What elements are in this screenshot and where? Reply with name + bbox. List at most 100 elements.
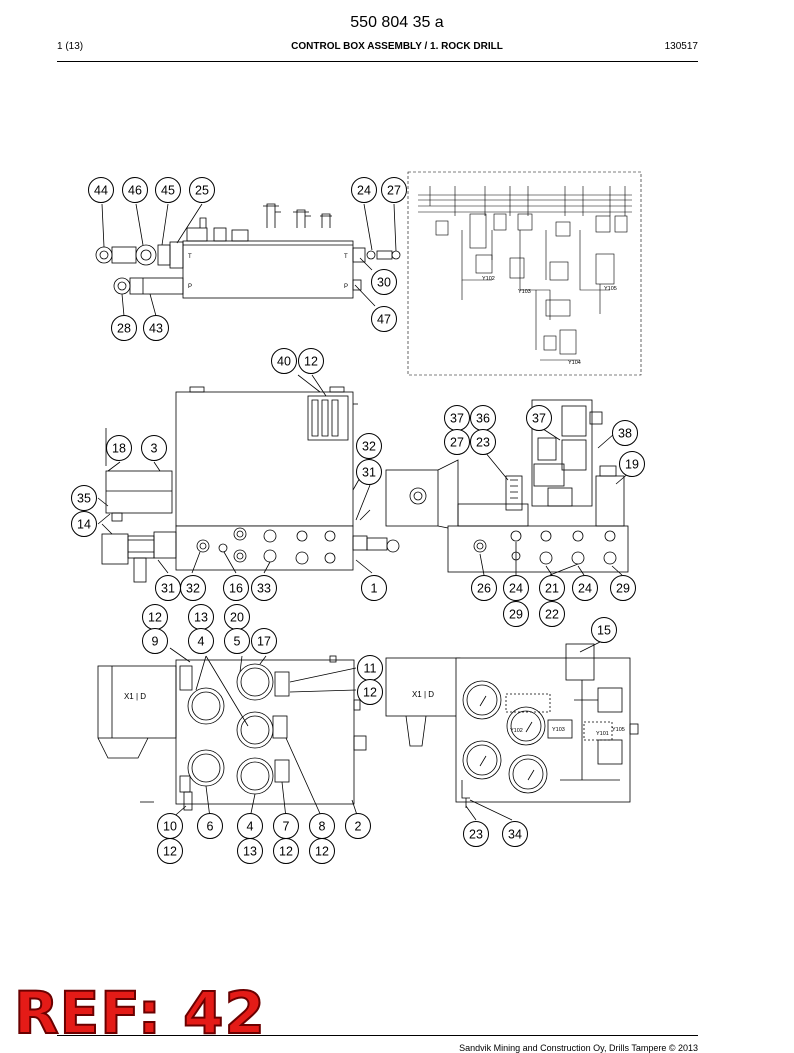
callout-number: 12	[148, 611, 162, 625]
date-code: 130517	[664, 41, 698, 52]
callout-balloon: 27	[444, 429, 470, 455]
callout-balloon: 15	[591, 617, 617, 643]
callout-number: 47	[377, 313, 391, 327]
callout-circle	[463, 821, 489, 847]
callout-number: 34	[508, 828, 522, 842]
callout-balloon: 23	[463, 821, 489, 847]
callout-circle	[356, 433, 382, 459]
valve-label-y103: Y103	[552, 727, 565, 733]
callout-circle	[539, 575, 565, 601]
callout-balloon: 5	[224, 628, 250, 654]
callout-balloon: 29	[610, 575, 636, 601]
callout-number: 24	[509, 582, 523, 596]
callout-balloon: 6	[197, 813, 223, 839]
callout-circle	[526, 405, 552, 431]
callout-number: 12	[315, 845, 329, 859]
callout-circle	[88, 177, 114, 203]
callout-number: 12	[163, 845, 177, 859]
callout-circle	[502, 821, 528, 847]
callout-circle	[273, 838, 299, 864]
callout-circle	[224, 628, 250, 654]
callout-balloon: 11	[357, 655, 383, 681]
callout-circle	[470, 429, 496, 455]
callout-number: 10	[163, 820, 177, 834]
top-view-port-labels: T P T P	[188, 254, 348, 290]
callout-balloon: 20	[224, 604, 250, 630]
callout-balloon: 46	[122, 177, 148, 203]
callout-balloon: 44	[88, 177, 114, 203]
callout-balloon: 14	[71, 511, 97, 537]
callout-circle	[188, 628, 214, 654]
callout-balloon: 37	[444, 405, 470, 431]
callout-balloon: 37	[526, 405, 552, 431]
callout-balloon: 12	[273, 838, 299, 864]
callout-circle	[345, 813, 371, 839]
callout-balloon: 18	[106, 435, 132, 461]
callout-balloon: 23	[470, 429, 496, 455]
callout-circle	[371, 306, 397, 332]
document-number: 550 804 35 a	[350, 14, 444, 31]
callout-number: 24	[578, 582, 592, 596]
callout-balloon: 8	[309, 813, 335, 839]
callout-number: 16	[229, 582, 243, 596]
callout-balloon: 32	[356, 433, 382, 459]
callout-balloon: 36	[470, 405, 496, 431]
open-view-valve-labels: Y102 Y103 Y101 Y105	[510, 727, 625, 737]
callout-balloon: 33	[251, 575, 277, 601]
callout-circle	[197, 813, 223, 839]
callout-number: 12	[304, 355, 318, 369]
callout-balloon: 12	[357, 679, 383, 705]
callout-number: 1	[371, 582, 378, 596]
callout-circle	[351, 177, 377, 203]
callout-number: 13	[194, 611, 208, 625]
callout-circle	[298, 348, 324, 374]
callout-number: 6	[207, 820, 214, 834]
valve-label-y101: Y101	[596, 731, 609, 737]
callout-balloon: 2	[345, 813, 371, 839]
callout-circle	[271, 348, 297, 374]
callout-balloon: 3	[141, 435, 167, 461]
port-label: P	[344, 284, 348, 290]
front-view	[97, 374, 400, 583]
callout-number: 12	[363, 686, 377, 700]
callout-number: 21	[545, 582, 559, 596]
callout-balloon: 27	[381, 177, 407, 203]
callout-circle	[106, 435, 132, 461]
callout-balloon: 24	[503, 575, 529, 601]
callout-circle	[612, 420, 638, 446]
callout-balloon: 35	[71, 485, 97, 511]
callout-balloon: 24	[572, 575, 598, 601]
valve-label-y102: Y102	[510, 728, 523, 734]
callout-number: 4	[198, 635, 205, 649]
callout-number: 37	[450, 412, 464, 426]
callout-number: 19	[625, 458, 639, 472]
callout-number: 11	[364, 662, 377, 676]
callout-number: 29	[509, 608, 523, 622]
rear-view	[97, 647, 367, 821]
callout-number: 31	[362, 466, 376, 480]
callout-number: 28	[117, 322, 131, 336]
callout-circle	[371, 269, 397, 295]
callout-circle	[610, 575, 636, 601]
callout-circle	[471, 575, 497, 601]
callout-balloon: 26	[471, 575, 497, 601]
hydraulic-schematic: Y102 Y103 Y104 Y105	[407, 171, 642, 376]
callout-number: 7	[283, 820, 290, 834]
callout-circle	[503, 575, 529, 601]
callout-number: 17	[257, 635, 271, 649]
callout-circle	[381, 177, 407, 203]
callout-number: 36	[476, 412, 490, 426]
callout-circle	[157, 838, 183, 864]
callout-balloon: 38	[612, 420, 638, 446]
callout-balloon: 12	[142, 604, 168, 630]
callout-number: 3	[151, 442, 158, 456]
callout-number: 44	[94, 184, 108, 198]
callout-balloon: 10	[157, 813, 183, 839]
callout-circle	[251, 575, 277, 601]
callout-balloon: 45	[155, 177, 181, 203]
callout-number: 45	[161, 184, 175, 198]
callout-number: 27	[387, 184, 401, 198]
callout-circle	[111, 315, 137, 341]
callout-balloon: 29	[503, 601, 529, 627]
